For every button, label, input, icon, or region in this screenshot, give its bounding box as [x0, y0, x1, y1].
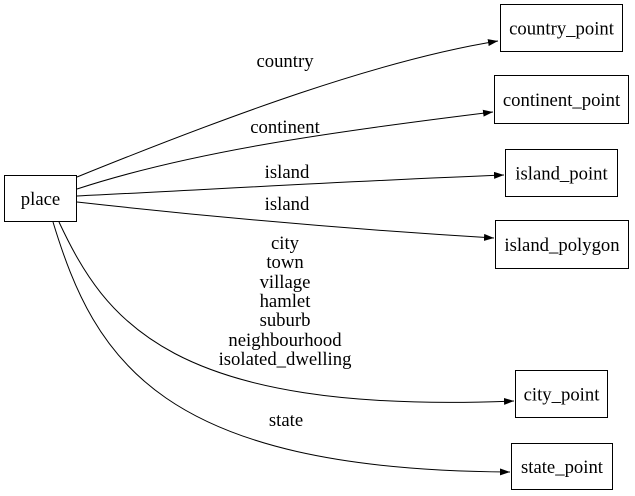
node-place-box — [4, 175, 77, 222]
node-city_point-box — [515, 370, 608, 418]
node-place-label: place — [21, 189, 60, 210]
node-continent_point: continent_point — [494, 75, 629, 124]
edge-label-continent: continent — [250, 117, 320, 138]
edge-place-state_point — [52, 221, 511, 476]
node-island_point: island_point — [505, 149, 618, 197]
node-country_point-box — [500, 4, 623, 52]
node-island_polygon: island_polygon — [495, 220, 629, 269]
edge-label-city-multiline: city town village hamlet suburb neighbou… — [219, 233, 352, 370]
edge-label-isolated-dwelling: isolated_dwelling — [219, 349, 352, 370]
edge-layer — [52, 39, 515, 476]
edge-label-state: state — [269, 410, 303, 431]
node-country_point: country_point — [500, 4, 623, 52]
node-state_point-box — [511, 443, 613, 490]
edge-label-city: city — [271, 233, 300, 254]
edge-label-town: town — [266, 252, 304, 273]
node-island_point-box — [505, 149, 618, 197]
edge-place-continent_point — [76, 109, 494, 190]
node-state_point-label: state_point — [521, 457, 604, 478]
edge-label-island-polygon: island — [265, 194, 310, 215]
node-place: place — [4, 175, 77, 222]
node-island_point-label: island_point — [515, 164, 608, 185]
node-country_point-label: country_point — [509, 19, 615, 40]
node-layer: place country_point continent_point isla… — [4, 4, 629, 490]
node-island_polygon-label: island_polygon — [504, 235, 620, 256]
node-continent_point-label: continent_point — [503, 90, 621, 111]
edge-label-island-point: island — [265, 162, 310, 183]
edge-label-layer: country continent island island city tow… — [219, 51, 352, 431]
edge-label-country: country — [256, 51, 314, 72]
edge-place-city_point — [58, 221, 515, 405]
node-city_point: city_point — [515, 370, 608, 418]
edge-label-neighbourhood: neighbourhood — [228, 330, 342, 351]
edge-label-hamlet: hamlet — [260, 291, 312, 312]
edge-label-suburb: suburb — [260, 310, 311, 331]
node-city_point-label: city_point — [524, 385, 601, 406]
node-state_point: state_point — [511, 443, 613, 490]
edge-place-island_point — [76, 171, 505, 197]
node-continent_point-box — [494, 75, 629, 124]
edge-label-village: village — [260, 272, 311, 293]
node-island_polygon-box — [495, 220, 629, 269]
edge-place-country_point — [76, 39, 499, 178]
edge-place-island_polygon — [76, 201, 495, 241]
